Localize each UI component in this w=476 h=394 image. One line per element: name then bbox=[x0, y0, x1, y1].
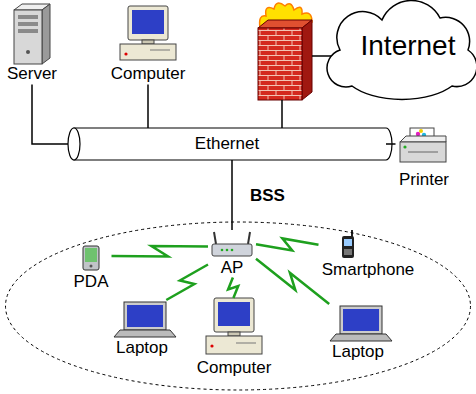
server-node: Server bbox=[4, 4, 61, 84]
node-label: PDA bbox=[74, 272, 109, 292]
firewall-icon bbox=[258, 3, 312, 100]
smartphone-node: Smartphone bbox=[319, 230, 418, 280]
node-label: AP bbox=[221, 258, 244, 278]
node-label: Computer bbox=[197, 358, 272, 378]
pda-node: PDA bbox=[71, 244, 112, 292]
wire bbox=[281, 100, 283, 128]
wireless-link bbox=[256, 259, 329, 304]
node-label: Laptop bbox=[332, 342, 384, 362]
node-label: Server bbox=[7, 64, 57, 84]
cloud-node: Internet bbox=[352, 26, 464, 66]
computer-icon bbox=[120, 6, 176, 60]
wireless-link bbox=[166, 265, 208, 301]
wired-link bbox=[386, 143, 396, 145]
bus-node: Ethernet bbox=[68, 128, 386, 160]
node-label: BSS bbox=[250, 186, 287, 206]
wired-link bbox=[231, 160, 233, 230]
access-point-node: AP bbox=[208, 230, 256, 278]
laptop-icon bbox=[114, 302, 176, 337]
bss-region: BSS AP PDA SmartphoneLaptopComputer Laptop bbox=[4, 186, 472, 392]
pda-icon bbox=[83, 246, 99, 270]
node-label: Ethernet bbox=[195, 134, 259, 154]
server-icon bbox=[14, 4, 50, 64]
laptop-icon bbox=[330, 306, 392, 341]
cloud-shape bbox=[327, 0, 476, 99]
node-label: Computer bbox=[111, 64, 186, 84]
access-point-icon bbox=[212, 232, 252, 256]
printer-node: Printer bbox=[396, 128, 453, 190]
node-label: Internet bbox=[361, 30, 456, 62]
laptop-node: Laptop bbox=[328, 304, 388, 362]
node-label: Laptop bbox=[116, 338, 168, 358]
wireless-link bbox=[228, 278, 238, 299]
computer-icon bbox=[206, 298, 262, 354]
node-label: Smartphone bbox=[322, 260, 415, 280]
wireless-link bbox=[256, 238, 319, 250]
wireless-link bbox=[112, 246, 209, 256]
computer-node: Computer bbox=[194, 298, 275, 378]
printer-icon bbox=[400, 128, 446, 162]
ethernet-tube bbox=[68, 128, 392, 160]
wired-link bbox=[32, 85, 68, 145]
node-label: Printer bbox=[399, 170, 449, 190]
computer-node: Computer bbox=[108, 6, 189, 84]
smartphone-icon bbox=[342, 230, 354, 258]
wired-link bbox=[147, 85, 149, 129]
laptop-node: Laptop bbox=[112, 300, 172, 358]
